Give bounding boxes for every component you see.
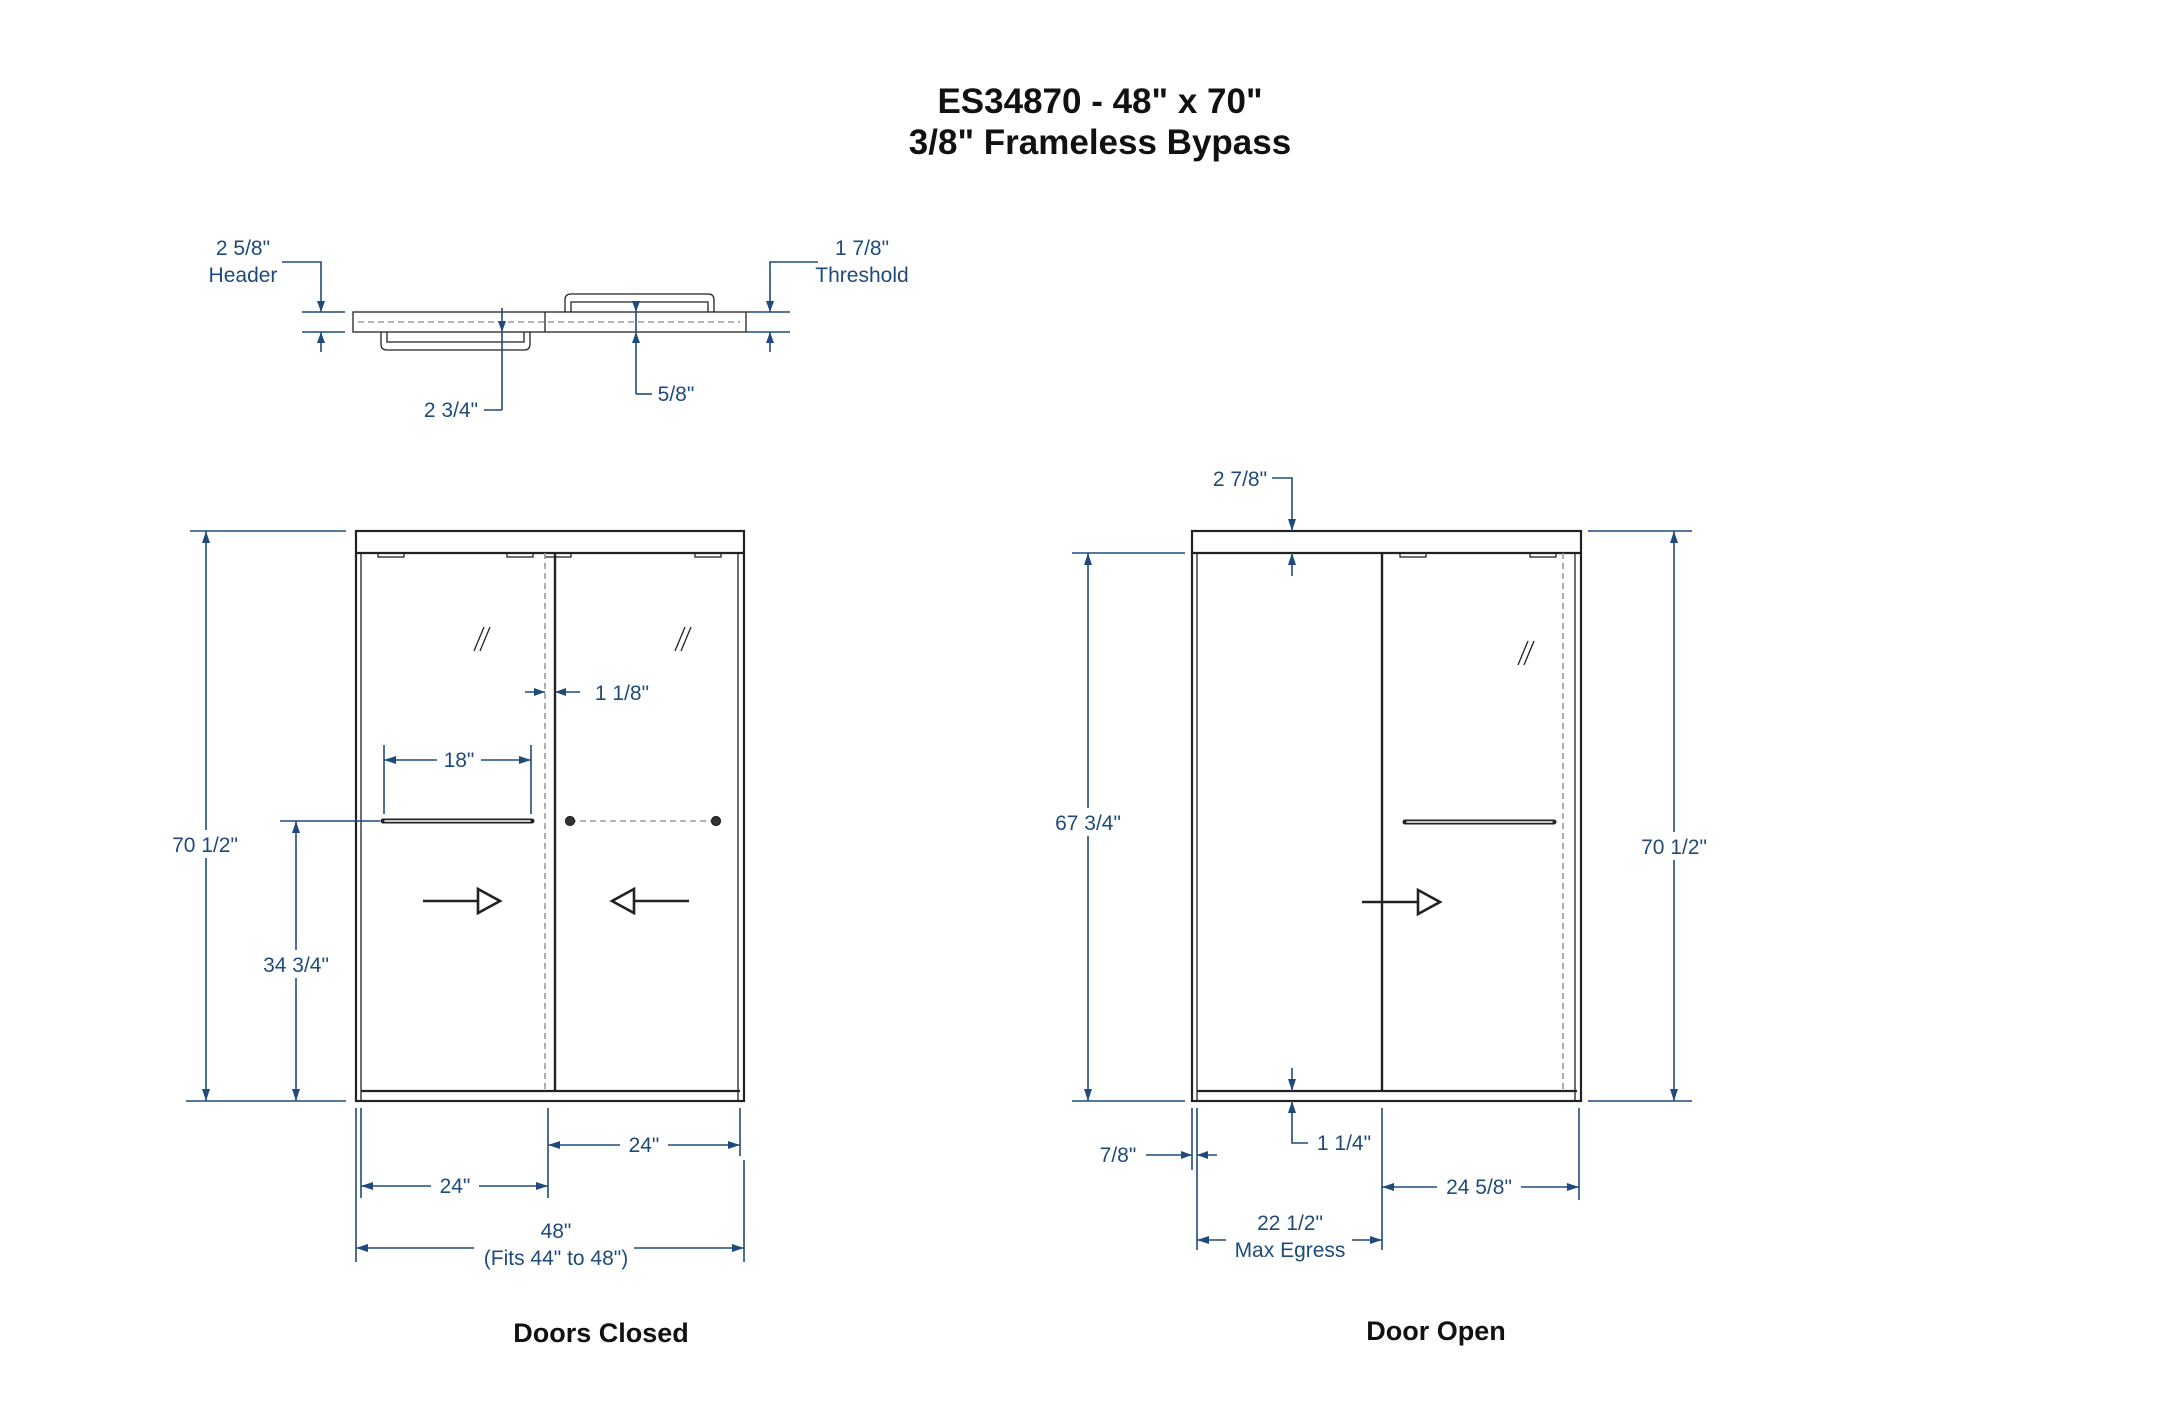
side-gap-label: 7/8": [1100, 1144, 1137, 1167]
slide-right-arrow-icon: [423, 886, 503, 916]
drawing-subtitle: 3/8" Frameless Bypass: [909, 123, 1291, 162]
glass-gap-label: 5/8": [658, 383, 695, 406]
threshold-label: Threshold: [815, 264, 908, 287]
glass-mark-icon: [473, 626, 491, 652]
door-open-caption: Door Open: [1366, 1316, 1506, 1346]
slide-left-arrow-icon: [609, 886, 689, 916]
overall-width-label: 48": [541, 1220, 572, 1243]
glass-mark-icon: [674, 626, 692, 652]
open-outer-frame: [1190, 529, 1583, 1103]
closed-outer-frame: [354, 529, 746, 1103]
header-height-label: 2 7/8": [1213, 468, 1267, 491]
fits-range-label: (Fits 44" to 48"): [484, 1247, 628, 1270]
threshold-strip: [352, 311, 747, 333]
doors-closed-caption: Doors Closed: [513, 1318, 689, 1348]
panel-left-width-label: 24": [440, 1175, 471, 1198]
panel-right-width-label: 24": [629, 1134, 660, 1157]
handle-depth-label: 2 3/4": [424, 399, 478, 422]
header-value-label: 2 5/8": [216, 237, 270, 260]
header-label: Header: [209, 264, 278, 287]
egress-value-label: 22 1/2": [1257, 1212, 1323, 1235]
door-open-view: 2 7/8" 67 3/4" 70 1/2" 1 1/4" 7/8": [1044, 468, 1720, 1346]
glass-height-label: 67 3/4": [1055, 812, 1121, 835]
overlap-label: 1 1/8": [595, 682, 649, 705]
handle-length-label: 18": [444, 749, 475, 772]
inner-handle-plan: [380, 332, 531, 351]
top-view: 2 5/8" Header 1 7/8" Threshold 2 3/4" 5/…: [209, 237, 909, 422]
closed-handle-knob: [564, 815, 576, 827]
open-total-height-label: 70 1/2": [1641, 836, 1707, 859]
open-threshold-label: 1 1/4": [1317, 1132, 1371, 1155]
glass-mark-icon: [1517, 640, 1535, 666]
drawing-title: ES34870 - 48" x 70": [937, 82, 1262, 121]
outer-handle-plan: [564, 293, 715, 312]
doors-closed-view: 70 1/2" 34 3/4" 18" 1 1/8" 24": [160, 529, 746, 1348]
slide-right-arrow-icon: [1362, 887, 1443, 917]
threshold-value-label: 1 7/8": [835, 237, 889, 260]
closed-height-label: 70 1/2": [172, 834, 238, 857]
egress-label: Max Egress: [1235, 1239, 1346, 1262]
open-panel-width-label: 24 5/8": [1446, 1176, 1512, 1199]
handle-height-label: 34 3/4": [263, 954, 329, 977]
closed-handle-knob: [710, 815, 722, 827]
